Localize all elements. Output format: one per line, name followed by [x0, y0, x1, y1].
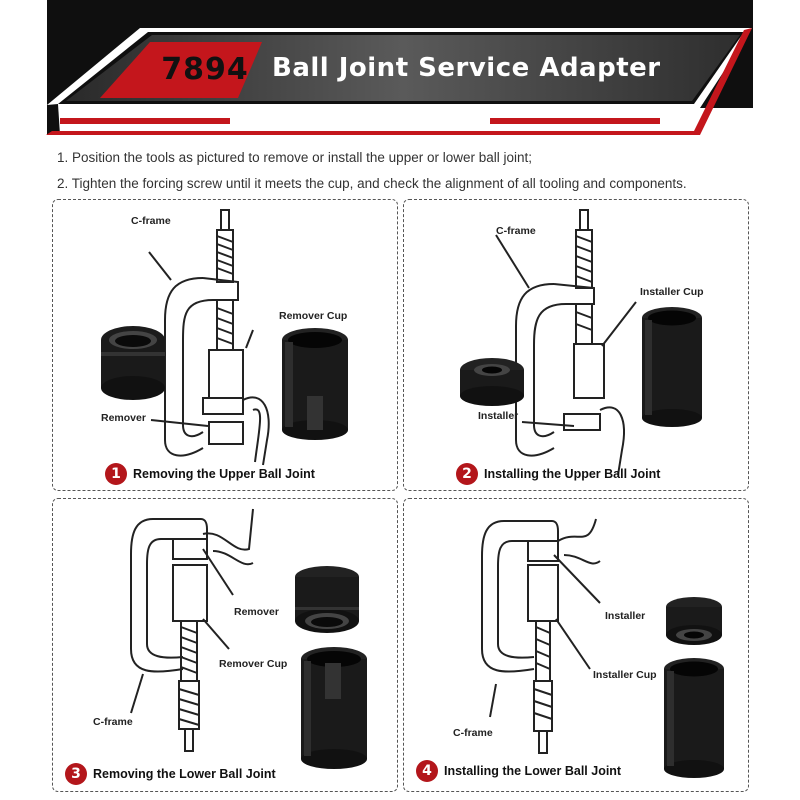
installer-part — [460, 358, 524, 406]
caption: 3 Removing the Lower Ball Joint — [65, 763, 276, 785]
step-number-badge: 2 — [456, 463, 478, 485]
label-adapter: Remover — [101, 412, 146, 424]
panel-lower-removal: Remover Remover Cup C-frame 3 Removing t… — [52, 498, 398, 792]
label-cup: Installer Cup — [593, 669, 657, 681]
banner-graphic — [46, 0, 753, 135]
lower-removal-illustration — [130, 508, 367, 769]
label-cup: Remover Cup — [279, 310, 348, 322]
caption: 2 Installing the Upper Ball Joint — [456, 463, 660, 485]
label-adapter: Installer — [478, 410, 519, 422]
remover-part — [295, 566, 359, 633]
upper-removal-illustration — [101, 209, 348, 466]
caption-text: Installing the Upper Ball Joint — [484, 467, 661, 481]
lower-install-illustration — [481, 518, 724, 778]
remover-part — [101, 326, 165, 400]
label-c-frame: C-frame — [453, 727, 493, 739]
caption-text: Removing the Upper Ball Joint — [133, 467, 315, 481]
installer-part — [666, 597, 722, 645]
subtitle: EASY INSTALLATION — [263, 110, 465, 130]
panel-upper-install: C-frame Installer Cup Installer 2 Instal… — [403, 199, 749, 491]
label-cup: Installer Cup — [640, 286, 704, 298]
panel-upper-removal: C-frame Remover Cup Remover 1 Removing t… — [52, 199, 398, 491]
caption: 1 Removing the Upper Ball Joint — [105, 463, 315, 485]
panel-lower-install: Installer Installer Cup C-frame 4 Instal… — [403, 498, 749, 792]
installer-cup-part — [642, 307, 702, 427]
remover-cup-part — [282, 328, 348, 440]
label-c-frame: C-frame — [93, 716, 133, 728]
header-banner: 7894 Ball Joint Service Adapter EASY INS… — [0, 0, 800, 140]
step-number-badge: 3 — [65, 763, 87, 785]
label-adapter: Installer — [605, 610, 646, 622]
label-adapter: Remover — [234, 606, 279, 618]
installer-cup-part — [664, 658, 724, 778]
label-c-frame: C-frame — [496, 225, 536, 237]
step-number-badge: 4 — [416, 760, 438, 782]
label-cup: Remover Cup — [219, 658, 288, 670]
instruction-1: 1. Position the tools as pictured to rem… — [57, 150, 532, 165]
caption-text: Installing the Lower Ball Joint — [444, 764, 622, 778]
caption: 4 Installing the Lower Ball Joint — [416, 760, 621, 782]
model-number: 7894 — [161, 52, 249, 87]
instruction-2: 2. Tighten the forcing screw until it me… — [57, 176, 687, 191]
step-number-badge: 1 — [105, 463, 127, 485]
c-frame-shape — [164, 277, 204, 457]
page-title: Ball Joint Service Adapter — [272, 53, 661, 83]
caption-text: Removing the Lower Ball Joint — [93, 767, 276, 781]
remover-cup-part — [301, 647, 367, 769]
label-c-frame: C-frame — [131, 215, 171, 227]
upper-install-illustration — [460, 209, 702, 476]
